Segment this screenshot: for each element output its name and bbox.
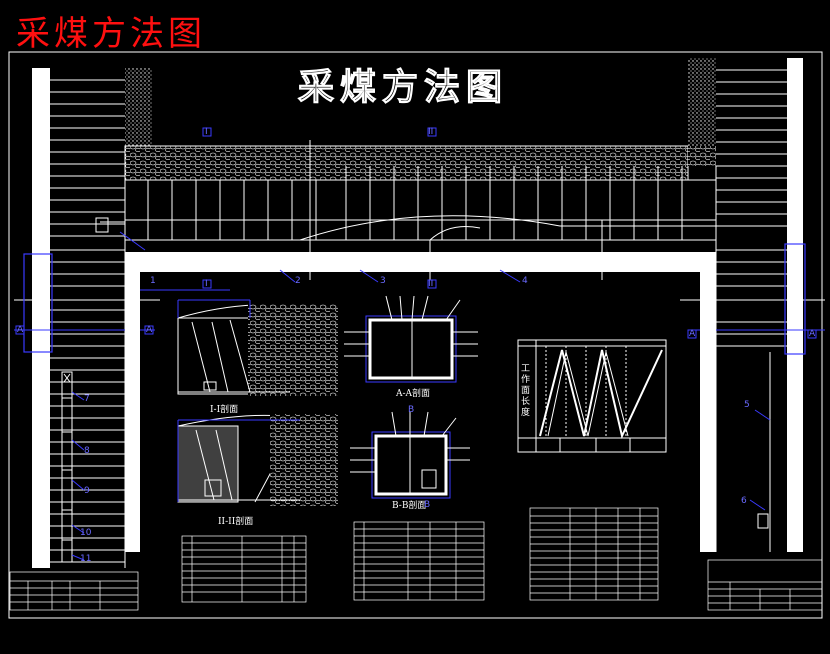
marker-i-bot: I <box>205 279 208 289</box>
callout-11: 11 <box>80 554 92 564</box>
face-supports <box>95 166 717 241</box>
equipment-legend <box>61 371 771 563</box>
callout-2: 2 <box>295 276 301 286</box>
marker-ii-bot: II <box>428 279 434 289</box>
callout-9: 9 <box>84 486 90 496</box>
section-label-I: I-I剖面 <box>210 405 239 415</box>
marker-i-top: I <box>205 127 208 137</box>
section-B-B <box>350 411 470 499</box>
callout-6: 6 <box>741 496 747 506</box>
chart-axis-label: 工作面长度 <box>521 364 531 418</box>
section-II-II <box>177 414 338 506</box>
section-label-A: A-A剖面 <box>396 389 431 399</box>
drawing-title: 采煤方法图 <box>297 67 509 109</box>
marker-a-right1: A <box>689 329 696 339</box>
callout-8: 8 <box>84 446 90 456</box>
marker-a-left: A <box>17 325 24 335</box>
callout-10: 10 <box>80 528 92 538</box>
cycle-chart <box>517 339 667 453</box>
marker-ii-top: II <box>428 127 434 137</box>
marker-a-right2: A <box>809 329 816 339</box>
roof-rock <box>124 145 689 181</box>
callout-5: 5 <box>744 400 750 410</box>
section-markers <box>15 127 817 339</box>
section-label-B: B-B剖面 <box>392 501 427 511</box>
section-A-A <box>344 295 478 383</box>
red-title: 采煤方法图 <box>16 14 206 54</box>
marker-b-bot: B <box>424 500 431 510</box>
section-label-II: II-II剖面 <box>218 517 254 527</box>
sheet-border <box>8 51 823 619</box>
section-I-I <box>177 299 338 396</box>
callout-3: 3 <box>380 276 386 286</box>
marker-b-top: B <box>408 405 415 415</box>
marker-a-mid: A <box>146 325 153 335</box>
callout-4: 4 <box>522 276 528 286</box>
callout-7: 7 <box>84 394 90 404</box>
tables <box>9 507 823 611</box>
callout-1: 1 <box>150 276 156 286</box>
